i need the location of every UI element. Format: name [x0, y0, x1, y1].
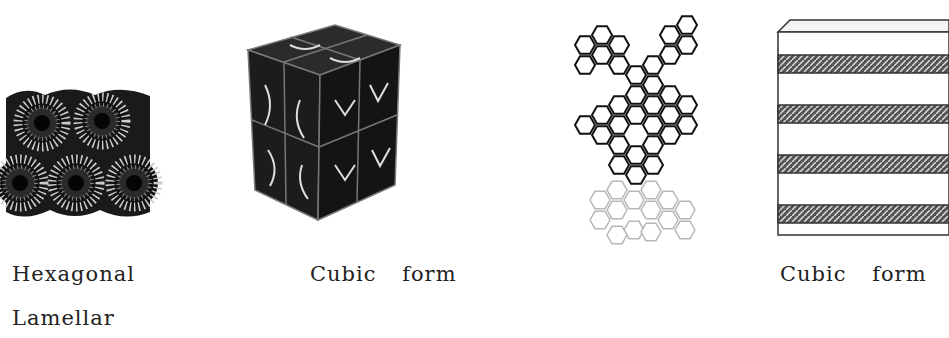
network-illustration	[575, 16, 697, 243]
hexagonal-illustration	[0, 90, 158, 217]
caption-label: Cubic form	[310, 262, 457, 286]
cubic-illustration	[248, 25, 400, 220]
caption-label: Cubic form	[780, 262, 927, 286]
caption-label: Lamellar	[12, 306, 115, 330]
caption-label: Hexagonal	[12, 262, 135, 286]
lamellar-illustration	[778, 20, 949, 235]
